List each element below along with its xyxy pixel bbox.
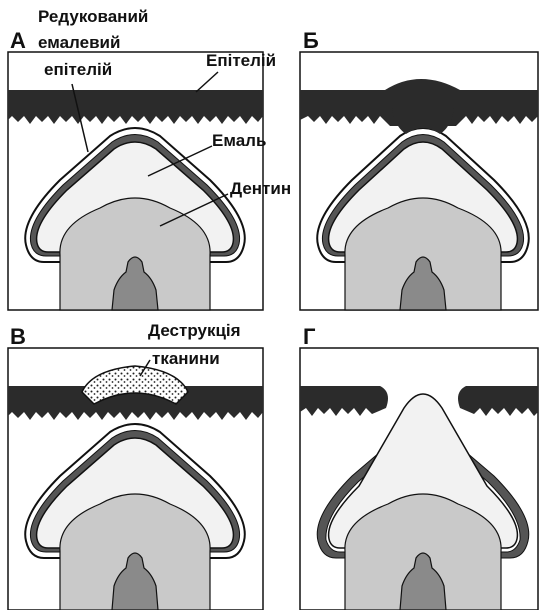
label-enamel: Емаль [212, 131, 266, 150]
label-destruction-2: тканини [152, 349, 220, 368]
panel-letter-g: Г [303, 324, 316, 349]
label-reduced-epithelium-3: епітелій [44, 60, 112, 79]
label-reduced-epithelium-2: емалевий [38, 33, 120, 52]
label-dentin: Дентин [230, 179, 291, 198]
label-epithelium: Епітелій [206, 51, 276, 70]
panel-g: Г [300, 324, 538, 610]
label-destruction-1: Деструкція [148, 321, 241, 340]
panel-letter-v: В [10, 324, 26, 349]
panel-v: В Деструкція тканини [8, 321, 263, 610]
panel-b: Б [300, 28, 538, 310]
panel-letter-a: А [10, 28, 26, 53]
label-reduced-epithelium-1: Редукований [38, 7, 148, 26]
panel-a: А Редукований емалевий епітелій Епітелій… [8, 7, 291, 310]
panel-letter-b: Б [303, 28, 319, 53]
